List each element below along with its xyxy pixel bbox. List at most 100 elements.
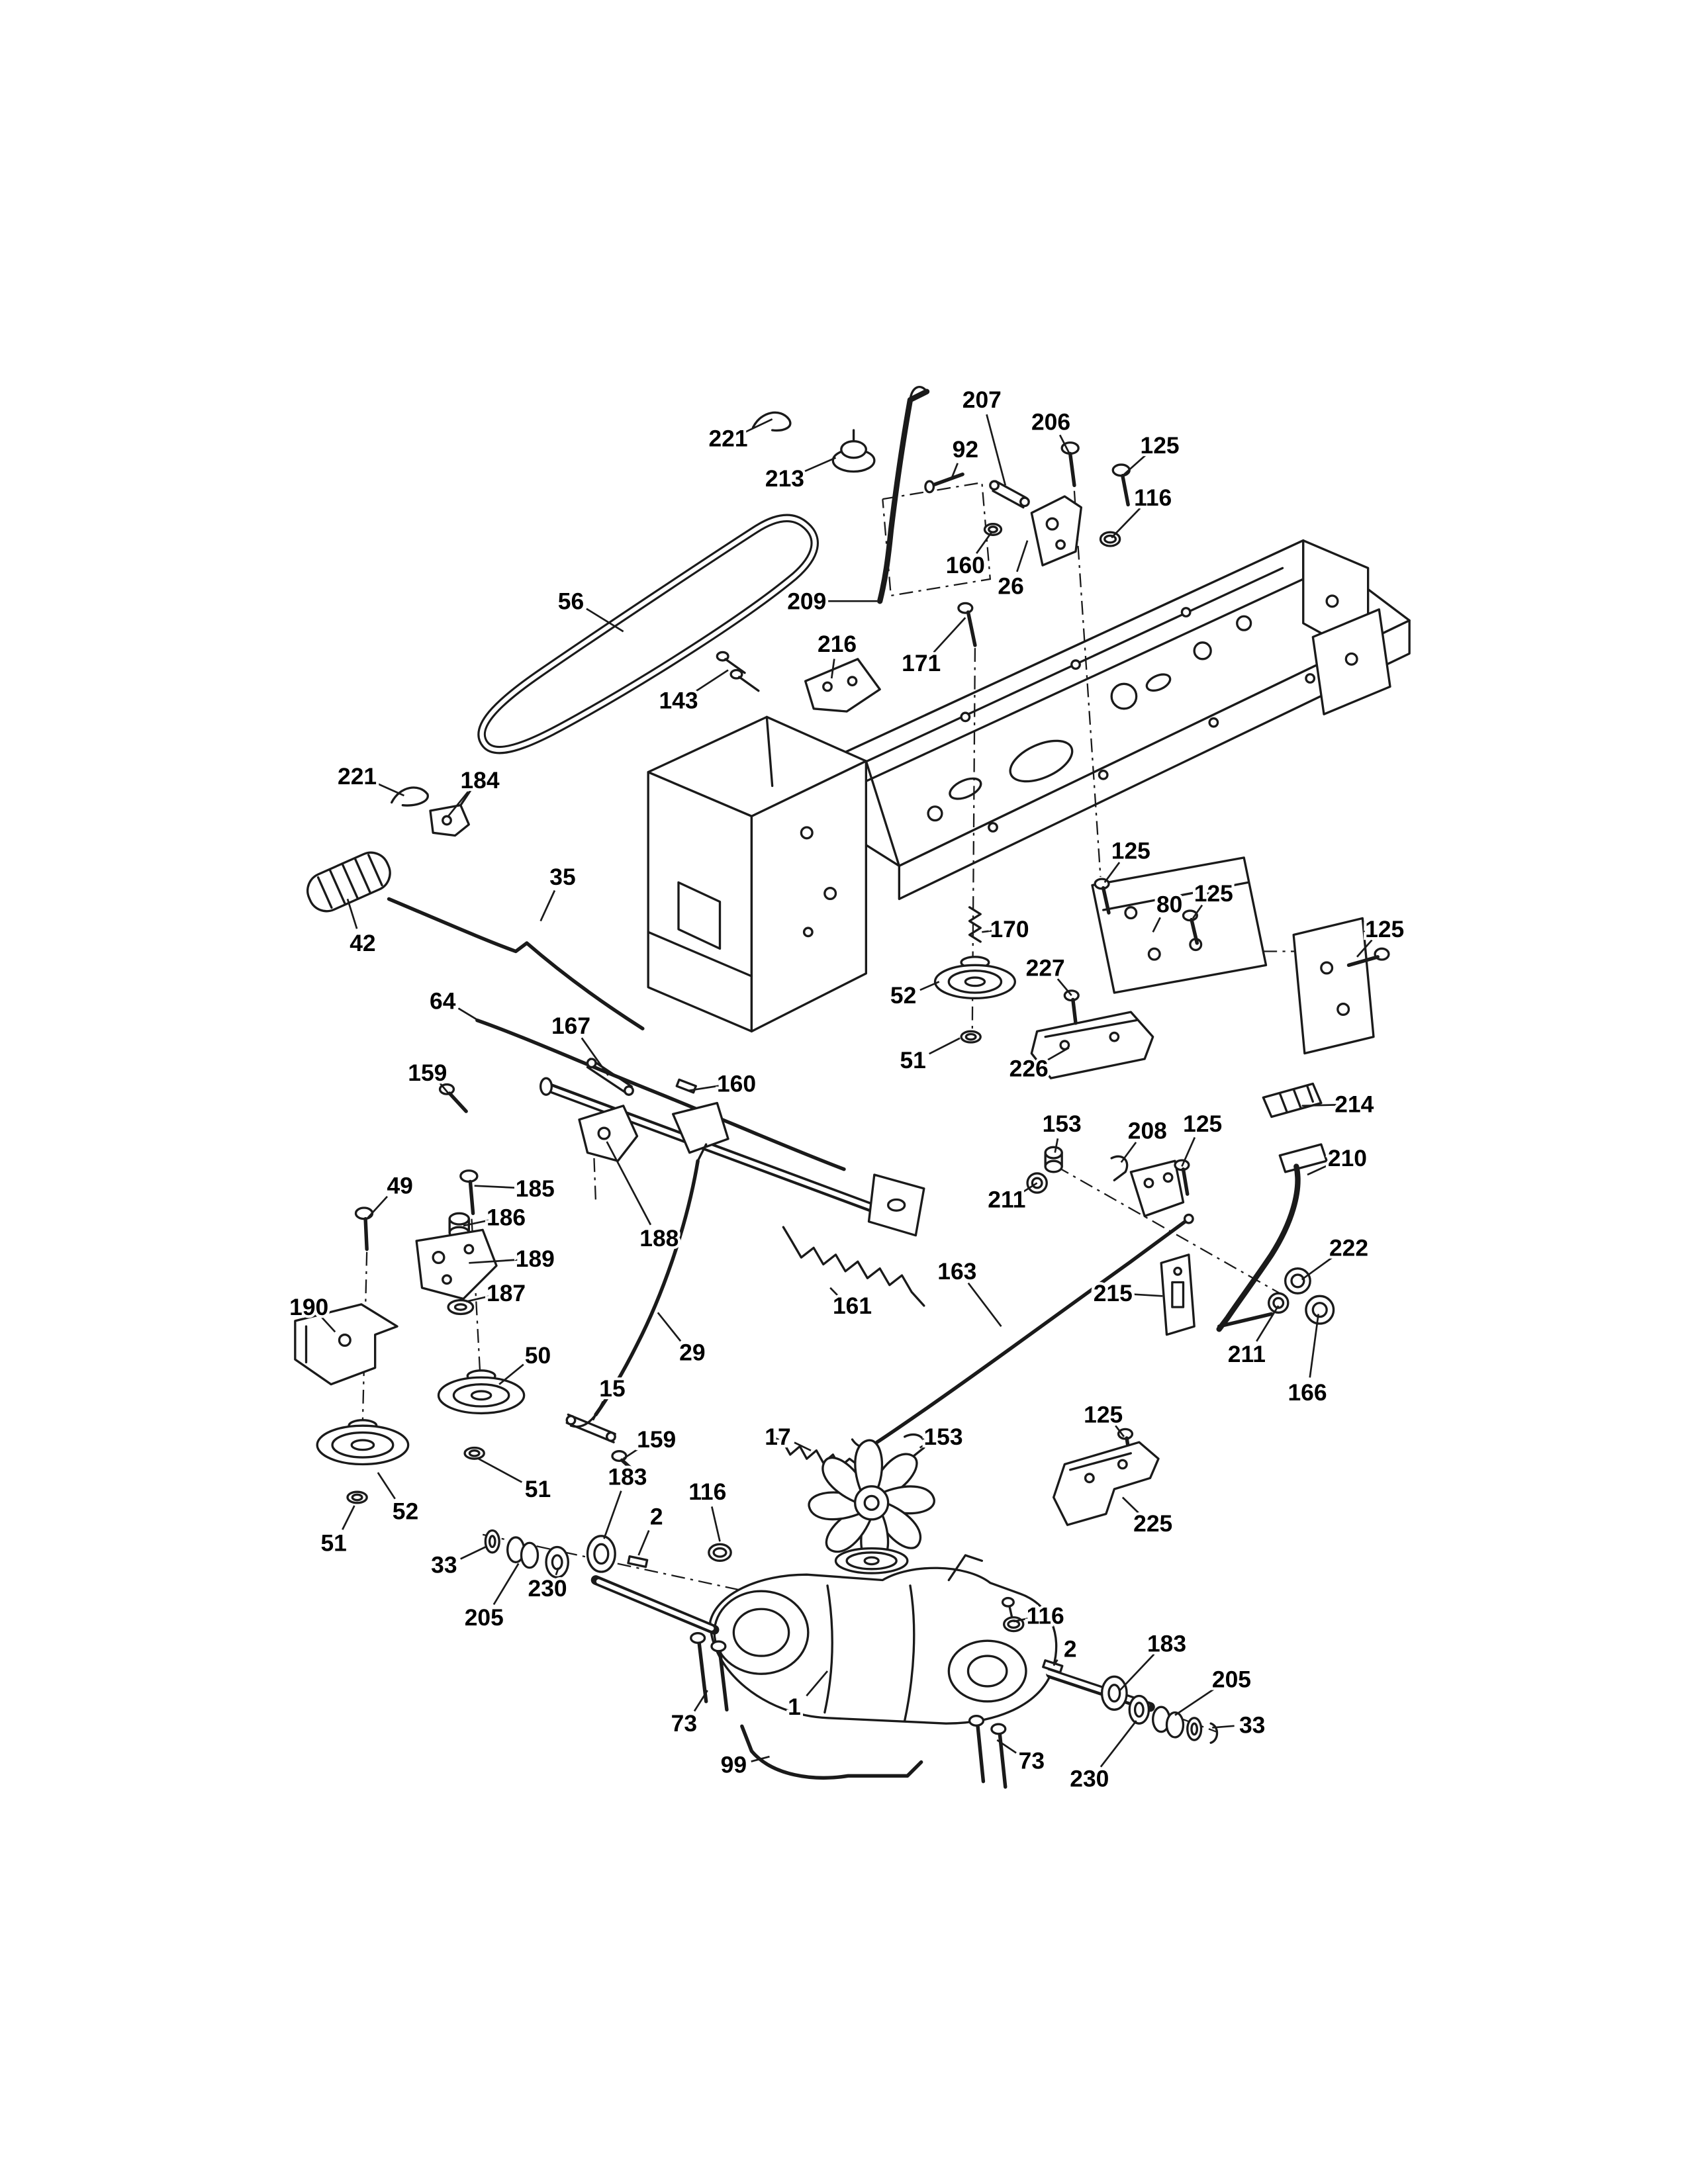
part-callout-51: 51 bbox=[525, 1476, 551, 1502]
leader-line-50 bbox=[498, 1363, 524, 1385]
part-callout-167: 167 bbox=[551, 1013, 590, 1039]
part-callout-211: 211 bbox=[1228, 1341, 1266, 1367]
leader-line-159 bbox=[622, 1446, 642, 1460]
part-callout-211: 211 bbox=[988, 1186, 1025, 1212]
leader-line-185 bbox=[474, 1185, 518, 1189]
part-callout-187: 187 bbox=[487, 1280, 526, 1306]
part-callout-161: 161 bbox=[833, 1293, 872, 1319]
leader-line-216 bbox=[830, 659, 835, 679]
part-callout-159: 159 bbox=[637, 1426, 676, 1453]
part-callout-207: 207 bbox=[962, 387, 1002, 413]
part-callout-125: 125 bbox=[1111, 837, 1150, 864]
leader-line-125 bbox=[1192, 904, 1203, 919]
part-callout-166: 166 bbox=[1288, 1379, 1327, 1406]
leader-line-116 bbox=[1111, 508, 1141, 539]
leader-line-33 bbox=[1212, 1725, 1235, 1729]
part-callout-99: 99 bbox=[721, 1752, 747, 1778]
part-callout-171: 171 bbox=[902, 650, 941, 676]
part-callout-230: 230 bbox=[1070, 1766, 1109, 1792]
part-callout-230: 230 bbox=[528, 1575, 567, 1602]
leader-line-221 bbox=[744, 418, 773, 433]
part-callout-205: 205 bbox=[465, 1604, 504, 1631]
part-callout-17: 17 bbox=[765, 1424, 790, 1450]
leader-line-125 bbox=[1115, 1425, 1125, 1437]
leader-line-188 bbox=[606, 1141, 652, 1226]
part-callout-153: 153 bbox=[923, 1424, 962, 1450]
part-callout-15: 15 bbox=[599, 1375, 625, 1402]
part-callout-183: 183 bbox=[1147, 1630, 1186, 1657]
part-callout-227: 227 bbox=[1026, 955, 1065, 981]
leader-line-1 bbox=[806, 1670, 829, 1697]
leader-line-116 bbox=[710, 1506, 721, 1542]
frame-bracket-216 bbox=[716, 602, 977, 713]
leader-line-159 bbox=[439, 1083, 451, 1096]
tractor-frame bbox=[647, 539, 1411, 1033]
leader-line-184 bbox=[447, 791, 469, 817]
part-callout-116: 116 bbox=[1134, 484, 1172, 511]
leader-line-153 bbox=[1054, 1138, 1059, 1153]
part-callout-209: 209 bbox=[787, 588, 826, 614]
leader-line-56 bbox=[586, 608, 624, 633]
leader-line-80 bbox=[1152, 917, 1161, 933]
part-callout-125: 125 bbox=[1141, 432, 1180, 459]
part-callout-92: 92 bbox=[953, 436, 978, 463]
leader-line-213 bbox=[800, 457, 837, 474]
leader-line-189 bbox=[469, 1259, 518, 1264]
part-callout-153: 153 bbox=[1043, 1111, 1082, 1137]
leader-line-26 bbox=[1016, 540, 1029, 572]
leader-line-222 bbox=[1301, 1255, 1335, 1281]
part-callout-159: 159 bbox=[408, 1060, 447, 1086]
leader-line-183 bbox=[1119, 1653, 1155, 1692]
leader-line-190 bbox=[321, 1316, 336, 1333]
part-callout-73: 73 bbox=[1019, 1747, 1045, 1774]
part-callout-33: 33 bbox=[1239, 1711, 1265, 1738]
leader-line-230 bbox=[1100, 1720, 1137, 1768]
part-callout-125: 125 bbox=[1084, 1402, 1123, 1428]
leader-line-99 bbox=[751, 1755, 770, 1762]
part-callout-160: 160 bbox=[946, 552, 985, 578]
leader-line-51 bbox=[478, 1457, 523, 1483]
leader-line-160 bbox=[976, 531, 993, 554]
part-callout-206: 206 bbox=[1031, 409, 1070, 435]
part-callout-184: 184 bbox=[460, 767, 499, 794]
leader-line-116 bbox=[1013, 1617, 1028, 1623]
part-callout-186: 186 bbox=[487, 1205, 526, 1231]
leader-line-51 bbox=[342, 1505, 355, 1530]
idler-cluster-right bbox=[933, 856, 1390, 1079]
leader-line-171 bbox=[933, 617, 966, 653]
part-callout-29: 29 bbox=[679, 1340, 705, 1366]
part-callout-221: 221 bbox=[338, 763, 377, 790]
part-callout-49: 49 bbox=[387, 1173, 412, 1199]
part-callout-52: 52 bbox=[393, 1498, 418, 1524]
part-callout-143: 143 bbox=[659, 687, 698, 713]
leader-line-226 bbox=[1044, 1047, 1070, 1063]
part-callout-33: 33 bbox=[431, 1552, 457, 1578]
leader-line-52 bbox=[377, 1472, 396, 1500]
leader-line-208 bbox=[1120, 1142, 1137, 1163]
part-callout-214: 214 bbox=[1335, 1091, 1374, 1118]
leader-line-42 bbox=[346, 898, 358, 929]
part-callout-2: 2 bbox=[1064, 1636, 1077, 1662]
part-callout-226: 226 bbox=[1009, 1056, 1049, 1082]
part-callout-1: 1 bbox=[788, 1694, 801, 1720]
part-callout-52: 52 bbox=[890, 982, 916, 1009]
part-callout-73: 73 bbox=[671, 1710, 697, 1737]
cross-shaft-assembly bbox=[438, 1058, 925, 1237]
leader-line-225 bbox=[1121, 1496, 1141, 1515]
part-callout-216: 216 bbox=[818, 631, 857, 657]
leader-line-167 bbox=[581, 1037, 609, 1076]
leader-line-125 bbox=[1121, 454, 1147, 477]
leader-line-33 bbox=[460, 1546, 486, 1560]
part-callout-189: 189 bbox=[516, 1246, 555, 1272]
leader-line-161 bbox=[829, 1287, 839, 1297]
part-callout-116: 116 bbox=[688, 1479, 726, 1505]
part-callout-51: 51 bbox=[900, 1047, 925, 1073]
leader-line-15 bbox=[592, 1400, 604, 1421]
leader-line-163 bbox=[967, 1282, 1002, 1327]
part-callout-160: 160 bbox=[717, 1070, 756, 1097]
leader-line-221 bbox=[373, 781, 404, 797]
part-callout-116: 116 bbox=[1027, 1603, 1064, 1629]
part-callout-210: 210 bbox=[1328, 1145, 1367, 1171]
leader-line-170 bbox=[982, 930, 992, 933]
